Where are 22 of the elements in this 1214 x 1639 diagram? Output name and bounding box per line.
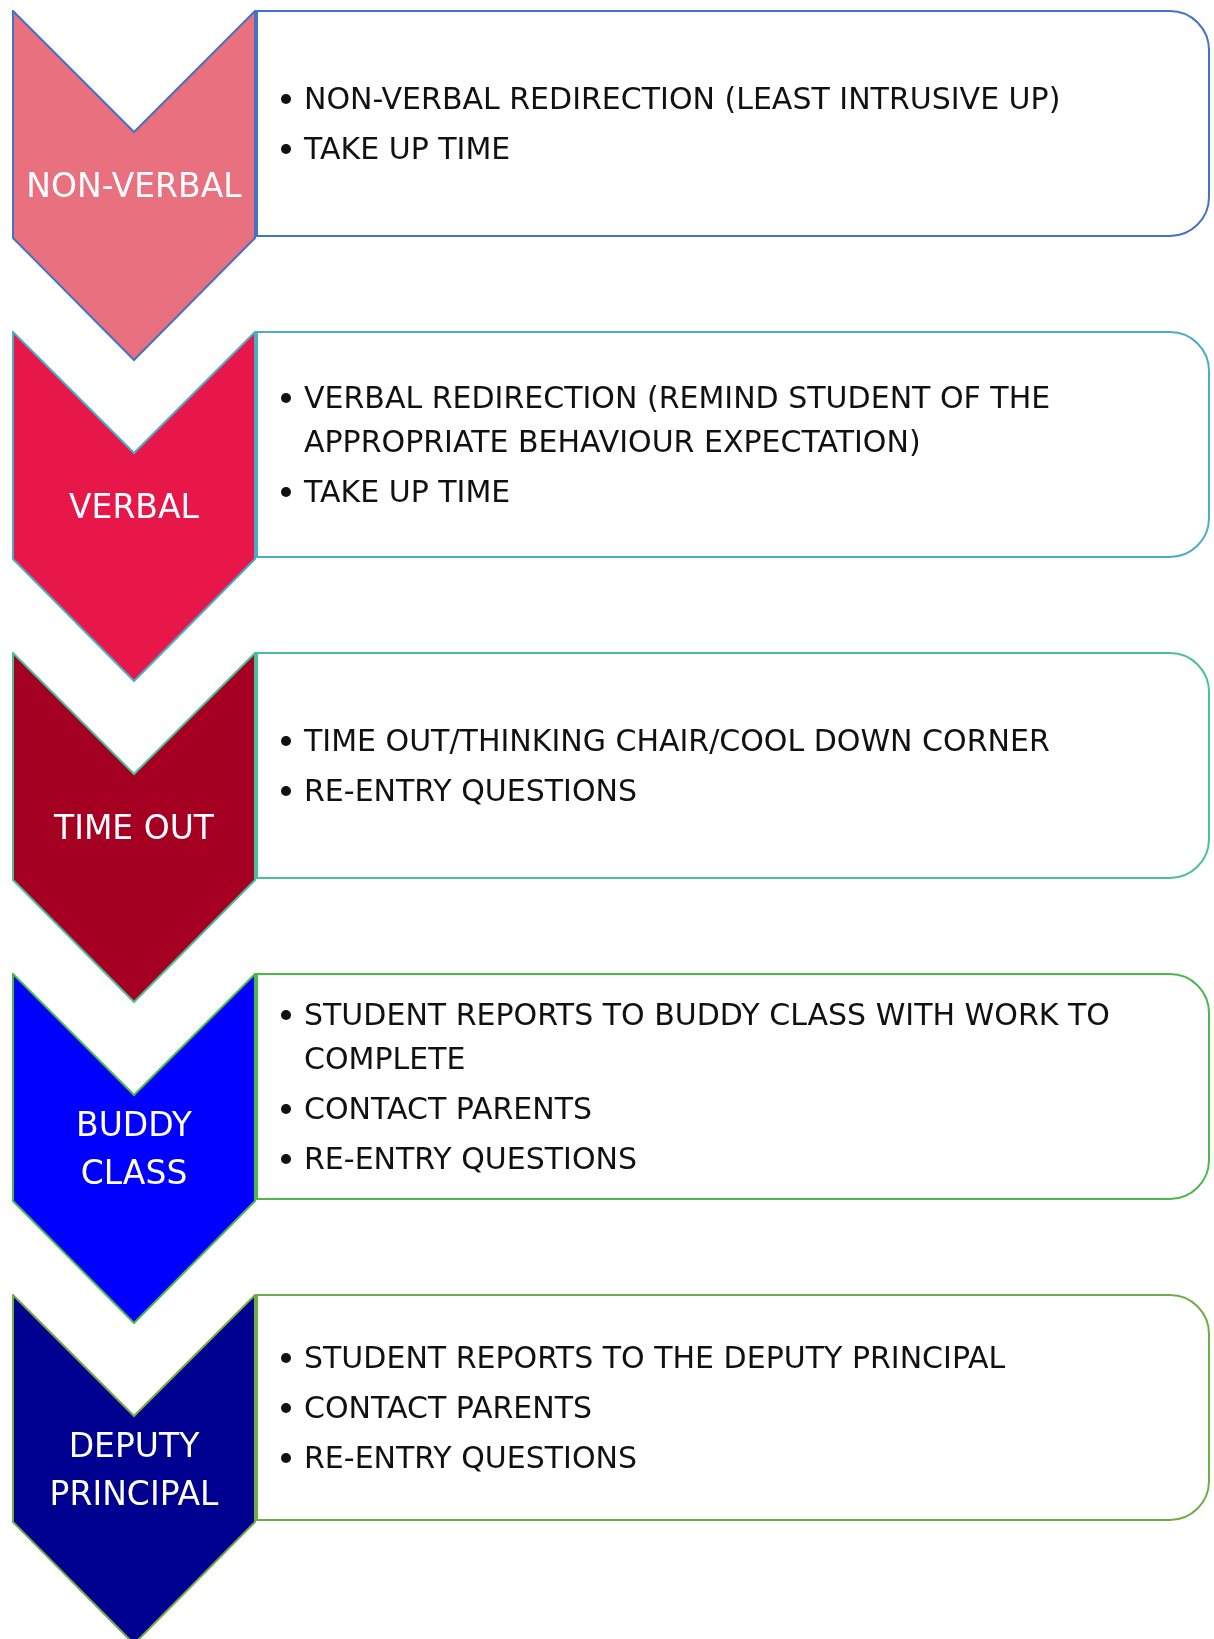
stage-label: TIME OUT (53, 807, 215, 849)
stage-label: DEPUTY PRINCIPAL (48, 1425, 220, 1515)
content-box (256, 652, 1210, 879)
bullet-text: RE-ENTRY QUESTIONS (304, 772, 637, 808)
bullet-text: RE-ENTRY QUESTIONS (304, 1439, 637, 1475)
content-box (256, 1294, 1210, 1521)
content-box (256, 973, 1210, 1200)
bullet-text: CONTACT PARENTS (304, 1090, 593, 1126)
content-box (256, 10, 1210, 237)
bullet-text: CONTACT PARENTS (304, 1389, 593, 1425)
bullet-text: TAKE UP TIME (304, 130, 511, 166)
stage-label: BUDDY CLASS (75, 1104, 193, 1194)
bullet-text: NON-VERBAL REDIRECTION (LEAST INTRUSIVE UP) (304, 80, 1061, 116)
bullet-text: TAKE UP TIME (304, 473, 511, 509)
bullet-text: STUDENT REPORTS TO THE DEPUTY PRINCIPAL (304, 1339, 1006, 1375)
bullet-text: TIME OUT/THINKING CHAIR/COOL DOWN CORNER (304, 722, 1050, 758)
content-box (256, 331, 1210, 558)
bullet-text: VERBAL REDIRECTION (REMIND STUDENT OF THE APPROPRIATE BEHAVIOUR EXPECTATION) (304, 379, 1051, 459)
bullet-text: STUDENT REPORTS TO BUDDY CLASS WITH WORK TO COMPLETE (304, 996, 1110, 1076)
bullet-text: RE-ENTRY QUESTIONS (304, 1140, 637, 1176)
stage-label: VERBAL (68, 486, 200, 528)
stage-label: NON-VERBAL (25, 165, 243, 207)
